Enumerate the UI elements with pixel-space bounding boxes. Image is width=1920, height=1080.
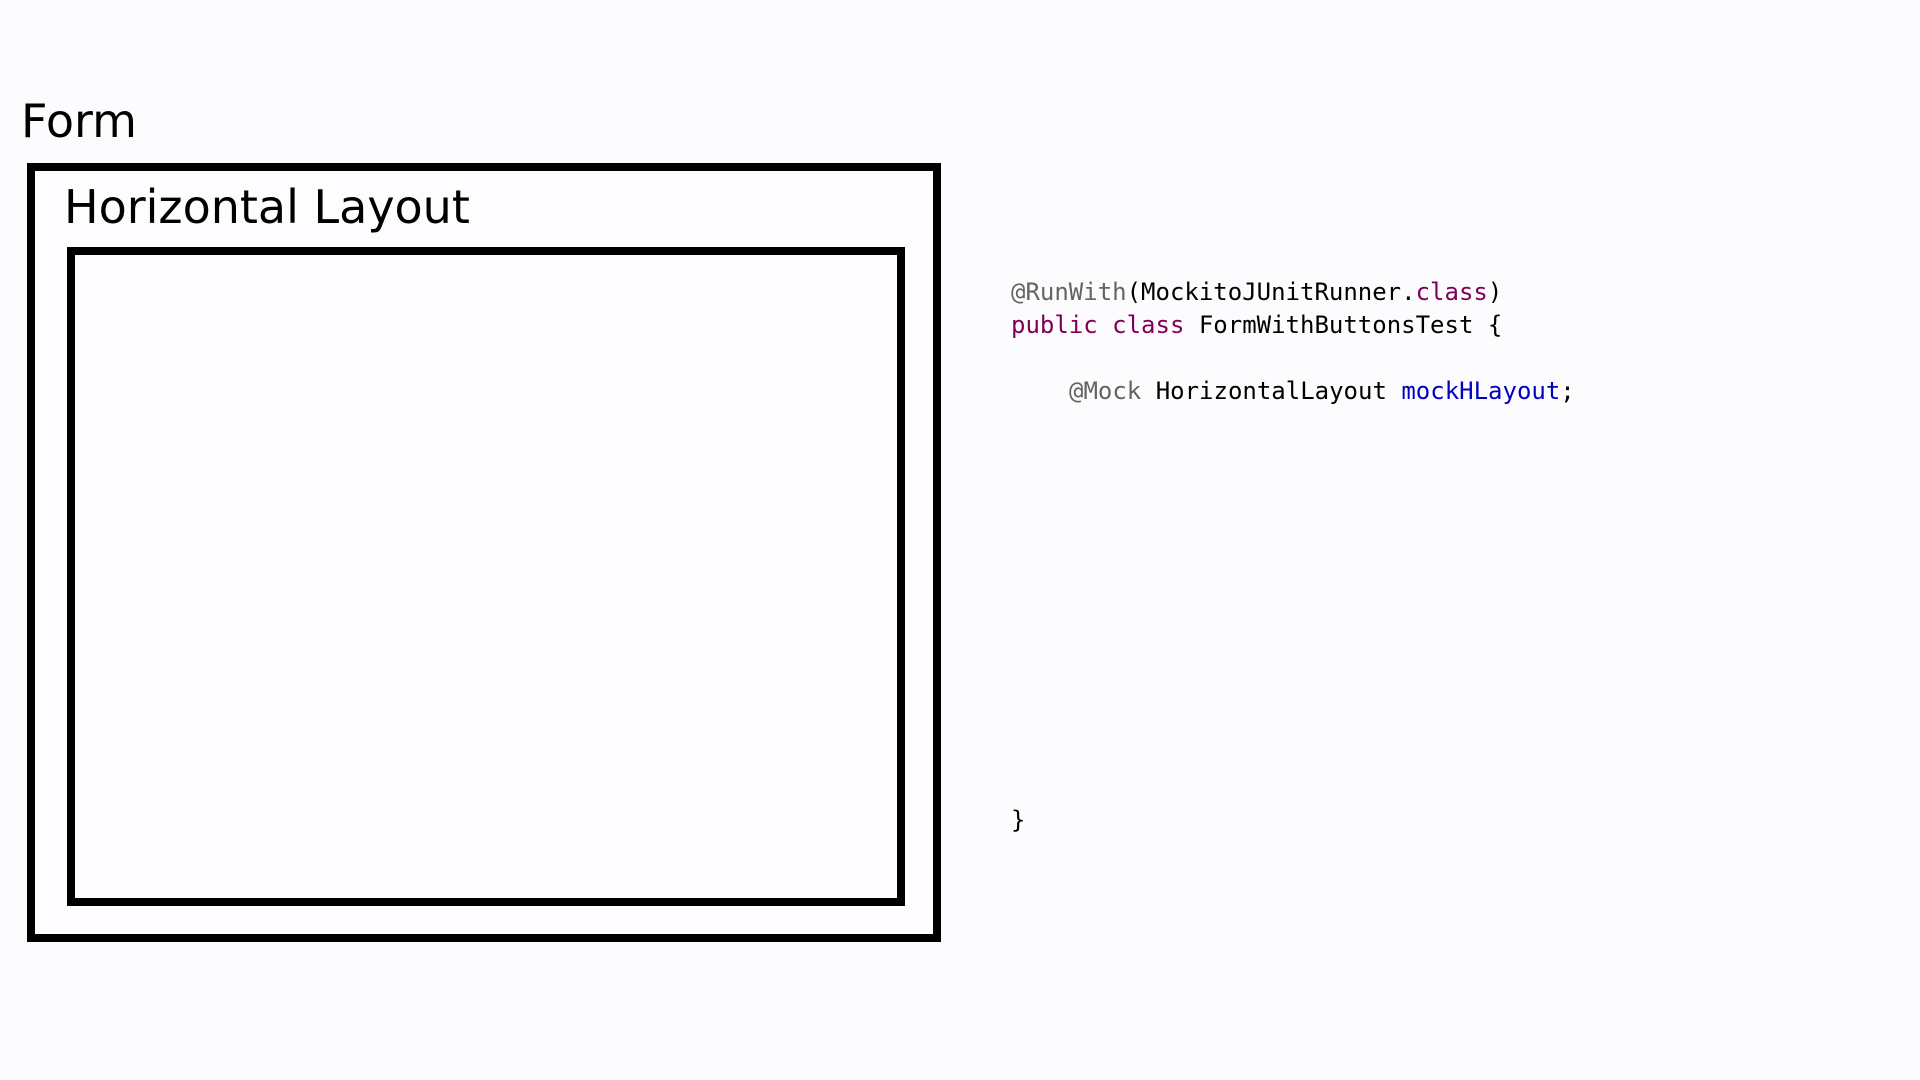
code-line-runwith: @RunWith(MockitoJUnitRunner.class)	[1011, 276, 1502, 309]
horizontal-layout-container	[67, 247, 905, 906]
close-paren: )	[1487, 278, 1503, 306]
semicolon: ;	[1560, 377, 1575, 405]
annotation-mock: @Mock	[1069, 377, 1142, 405]
code-line-mock-field: @Mock HorizontalLayout mockHLayout;	[1069, 375, 1575, 408]
field-type: HorizontalLayout	[1155, 377, 1387, 405]
runner-class-name: MockitoJUnitRunner	[1141, 278, 1402, 306]
code-line-closing-brace: }	[1011, 804, 1025, 837]
open-paren: (	[1126, 278, 1142, 306]
horizontal-layout-label: Horizontal Layout	[64, 180, 470, 234]
class-keyword: class	[1112, 311, 1185, 339]
field-name: mockHLayout	[1401, 377, 1561, 405]
form-label: Form	[21, 94, 137, 148]
closing-brace: }	[1011, 806, 1026, 834]
public-keyword: public	[1011, 311, 1098, 339]
test-class-name: FormWithButtonsTest	[1198, 311, 1474, 339]
dot: .	[1401, 278, 1416, 306]
open-brace: {	[1487, 311, 1503, 339]
class-literal-keyword: class	[1415, 278, 1488, 306]
code-snippet: @RunWith(MockitoJUnitRunner.class) publi…	[1011, 276, 1575, 834]
annotation-runwith: @RunWith	[1011, 278, 1127, 306]
code-line-class-declaration: public class FormWithButtonsTest {	[1011, 309, 1502, 342]
